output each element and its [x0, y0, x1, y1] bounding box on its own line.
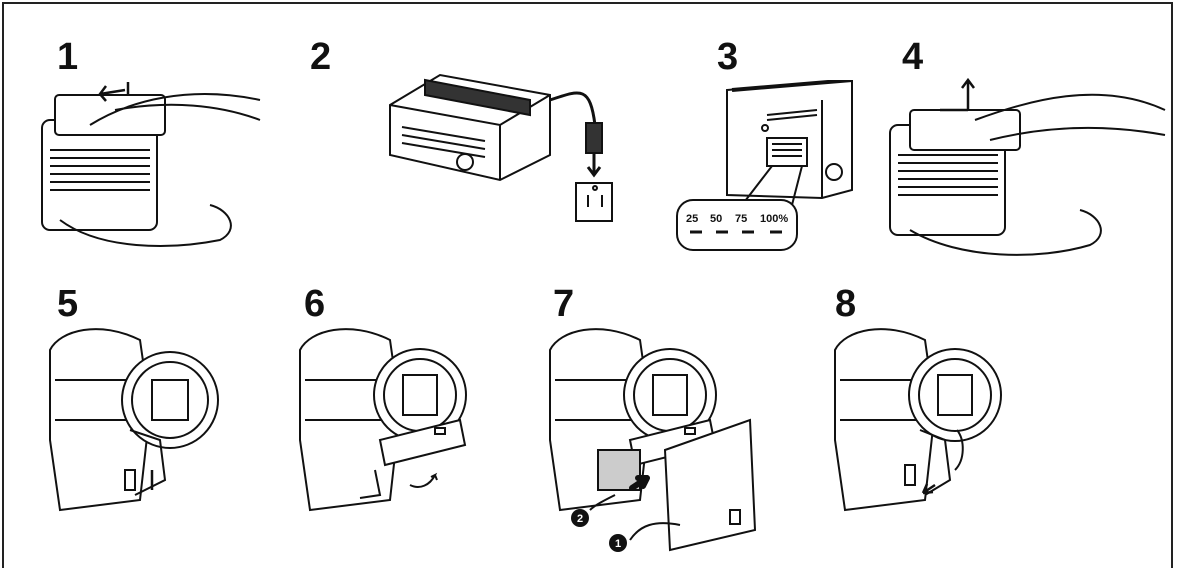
step-number-4: 4	[902, 36, 924, 78]
step-number-5: 5	[57, 283, 79, 325]
step-number-6: 6	[304, 283, 326, 325]
step-number-7: 7	[553, 283, 575, 325]
step-2-plug-in-charger-illustration	[389, 73, 613, 222]
callout-marker-1-label: 1	[615, 538, 621, 550]
callout-marker-2-label: 2	[577, 513, 583, 525]
gauge-label-100: 100%	[760, 213, 788, 225]
step-3-charge-indicator-illustration: 25 50 75 100%	[676, 80, 853, 251]
gauge-label-75: 75	[735, 213, 747, 225]
callout-marker-1	[609, 534, 627, 552]
callout-marker-2	[571, 509, 589, 527]
step-number-3: 3	[717, 36, 739, 78]
step-number-1: 1	[57, 36, 79, 78]
step-4-lift-battery-illustration	[889, 77, 1166, 256]
step-7-insert-battery-illustration: 2 1	[549, 328, 757, 552]
step-6-open-battery-holder-illustration	[299, 328, 467, 512]
gauge-label-50: 50	[710, 213, 722, 225]
step-1-remove-battery-illustration	[41, 82, 261, 247]
step-5-camcorder-illustration	[49, 328, 219, 512]
gauge-label-25: 25	[686, 213, 698, 225]
step-number-2: 2	[310, 36, 332, 78]
step-number-8: 8	[835, 283, 857, 325]
step-8-close-battery-holder-illustration	[834, 328, 1002, 512]
